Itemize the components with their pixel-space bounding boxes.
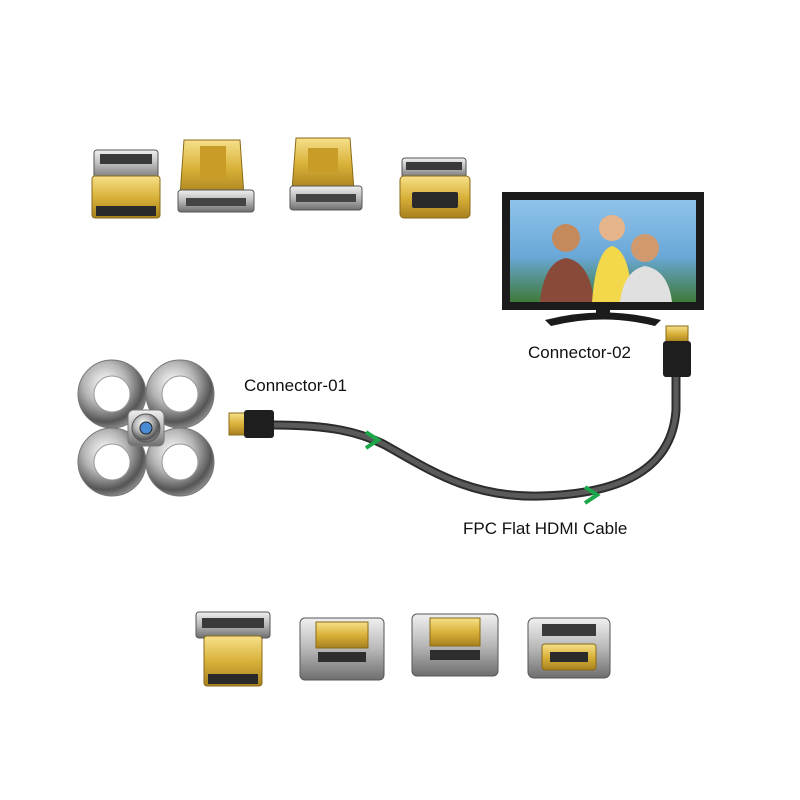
hdmi-male-angled-connector-icon <box>289 137 363 211</box>
connector-01-plug <box>228 410 274 438</box>
hdmi-male-angled-connector-icon <box>177 139 255 213</box>
connector-01-label: Connector-01 <box>244 376 348 395</box>
mini-hdmi-male-connector-icon <box>195 611 271 687</box>
cable-clip-icon <box>583 485 601 505</box>
mini-hdmi-female-connector-icon <box>527 617 611 679</box>
fpc-flat-hdmi-cable <box>269 370 681 505</box>
connector-02-plug <box>663 325 691 377</box>
television-icon <box>502 192 704 326</box>
cable-clip-icon <box>364 430 382 450</box>
mini-hdmi-angled-connector-icon <box>411 613 499 677</box>
connector-02-label: Connector-02 <box>528 343 632 362</box>
hdmi-male-connector-icon <box>91 149 161 219</box>
hdmi-female-connector-icon <box>399 157 471 219</box>
quad-drone-icon <box>77 359 215 497</box>
cable-label: FPC Flat HDMI Cable <box>463 519 628 538</box>
mini-hdmi-angled-connector-icon <box>299 617 385 681</box>
